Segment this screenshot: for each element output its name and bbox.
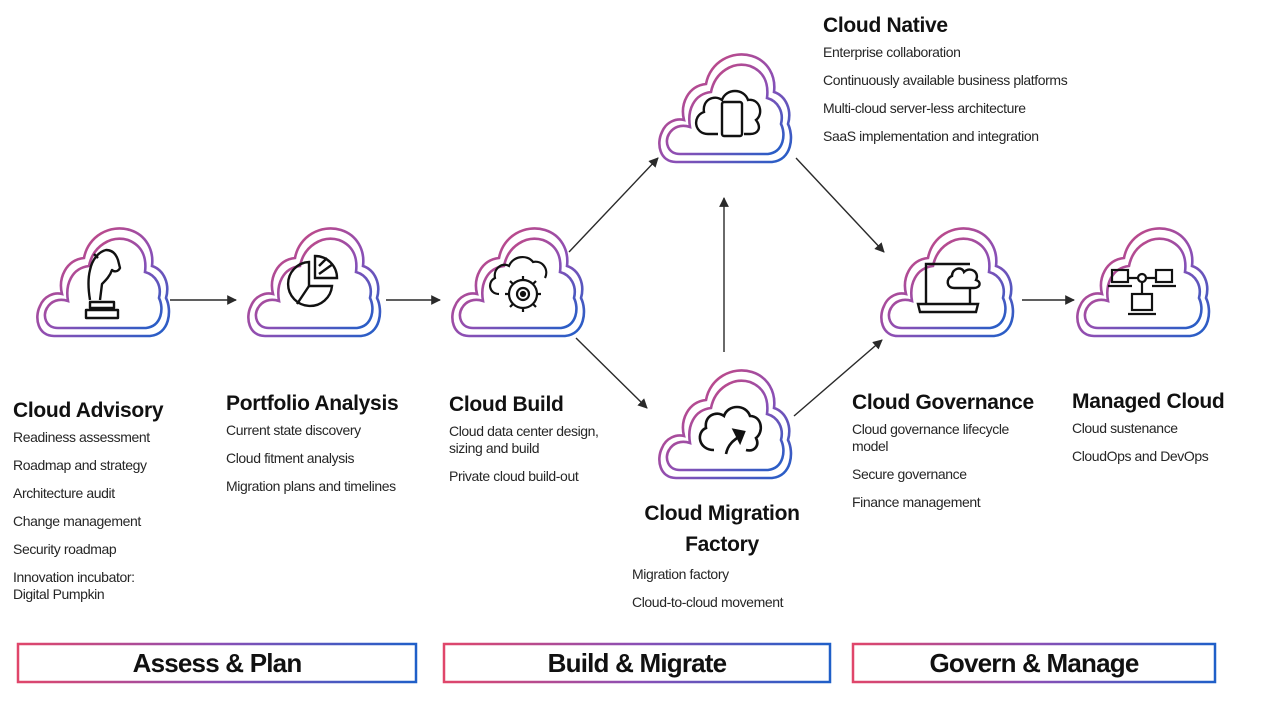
stage-title: Portfolio Analysis — [226, 392, 399, 415]
cloud-upload-icon — [698, 405, 763, 455]
stage-item: Cloud data center design, sizing and bui… — [449, 423, 599, 456]
stage-item: Readiness assessment — [13, 429, 150, 445]
phase-build-migrate: Build & Migrate — [442, 642, 832, 684]
stage-item: Roadmap and strategy — [13, 457, 147, 473]
stage-title: Cloud Advisory — [13, 399, 164, 422]
phase-assess-plan: Assess & Plan — [16, 642, 418, 684]
stage-cloud-build: Cloud Build Cloud data center design, si… — [449, 393, 619, 496]
arrow-native-to-governance — [795, 157, 885, 253]
stage-item: Innovation incubator: Digital Pumpkin — [13, 569, 135, 602]
phase-label: Assess & Plan — [132, 647, 303, 678]
cloud-mobile-icon — [695, 89, 762, 138]
stage-cloud-migration-factory: Cloud Migration Factory Migration factor… — [622, 498, 822, 622]
stage-item: Migration plans and timelines — [226, 478, 396, 494]
stage-item: Cloud governance lifecycle model — [852, 421, 1009, 454]
pie-chart-icon — [286, 254, 339, 308]
stage-title: Cloud Build — [449, 393, 564, 416]
stage-title: Managed Cloud — [1072, 390, 1225, 413]
portfolio-analysis-node — [243, 218, 383, 342]
stage-item: Finance management — [852, 494, 981, 510]
stage-title: Cloud Native — [823, 14, 948, 37]
cloud-build-node — [447, 218, 587, 342]
managed-cloud-node — [1072, 218, 1212, 342]
network-computers-icon — [1108, 268, 1176, 316]
cloud-advisory-node — [32, 218, 172, 342]
stage-item: Cloud sustenance — [1072, 420, 1178, 436]
chess-knight-icon — [84, 248, 122, 320]
arrow-build-to-migration — [575, 337, 648, 409]
stage-item: Change management — [13, 513, 141, 529]
stage-portfolio-analysis: Portfolio Analysis Current state discove… — [226, 392, 426, 506]
stage-item: Architecture audit — [13, 485, 115, 501]
stage-item: Cloud fitment analysis — [226, 450, 355, 466]
phase-label: Govern & Manage — [929, 647, 1139, 678]
phase-label: Build & Migrate — [547, 647, 727, 678]
cloud-migration-factory-node — [654, 360, 794, 484]
stage-managed-cloud: Managed Cloud Cloud sustenance CloudOps … — [1072, 390, 1272, 476]
stage-item: Multi-cloud server-less architecture — [823, 100, 1026, 116]
phase-govern-manage: Govern & Manage — [851, 642, 1217, 684]
stage-item: Security roadmap — [13, 541, 117, 557]
stage-cloud-governance: Cloud Governance Cloud governance lifecy… — [852, 391, 1052, 522]
laptop-cloud-icon — [916, 262, 981, 314]
stage-item: Continuously available business platform… — [823, 72, 1068, 88]
stage-item: Current state discovery — [226, 422, 361, 438]
arrow-build-to-native — [568, 157, 659, 253]
arrow-migration-to-governance — [793, 339, 883, 417]
stage-cloud-advisory: Cloud Advisory Readiness assessment Road… — [13, 399, 213, 614]
stage-item: Migration factory — [632, 566, 729, 582]
cloud-native-node — [654, 44, 794, 168]
stage-item: Private cloud build-out — [449, 468, 579, 484]
stage-item: Cloud-to-cloud movement — [632, 594, 784, 610]
stage-item: CloudOps and DevOps — [1072, 448, 1209, 464]
stage-title: Cloud Governance — [852, 391, 1034, 414]
stage-cloud-native: Cloud Native Enterprise collaboration Co… — [823, 14, 1113, 156]
cloud-gear-icon — [489, 256, 548, 312]
stage-title: Cloud Migration Factory — [644, 502, 800, 556]
cloud-governance-node — [876, 218, 1016, 342]
stage-item: Secure governance — [852, 466, 967, 482]
stage-item: SaaS implementation and integration — [823, 128, 1039, 144]
stage-item: Enterprise collaboration — [823, 44, 961, 60]
